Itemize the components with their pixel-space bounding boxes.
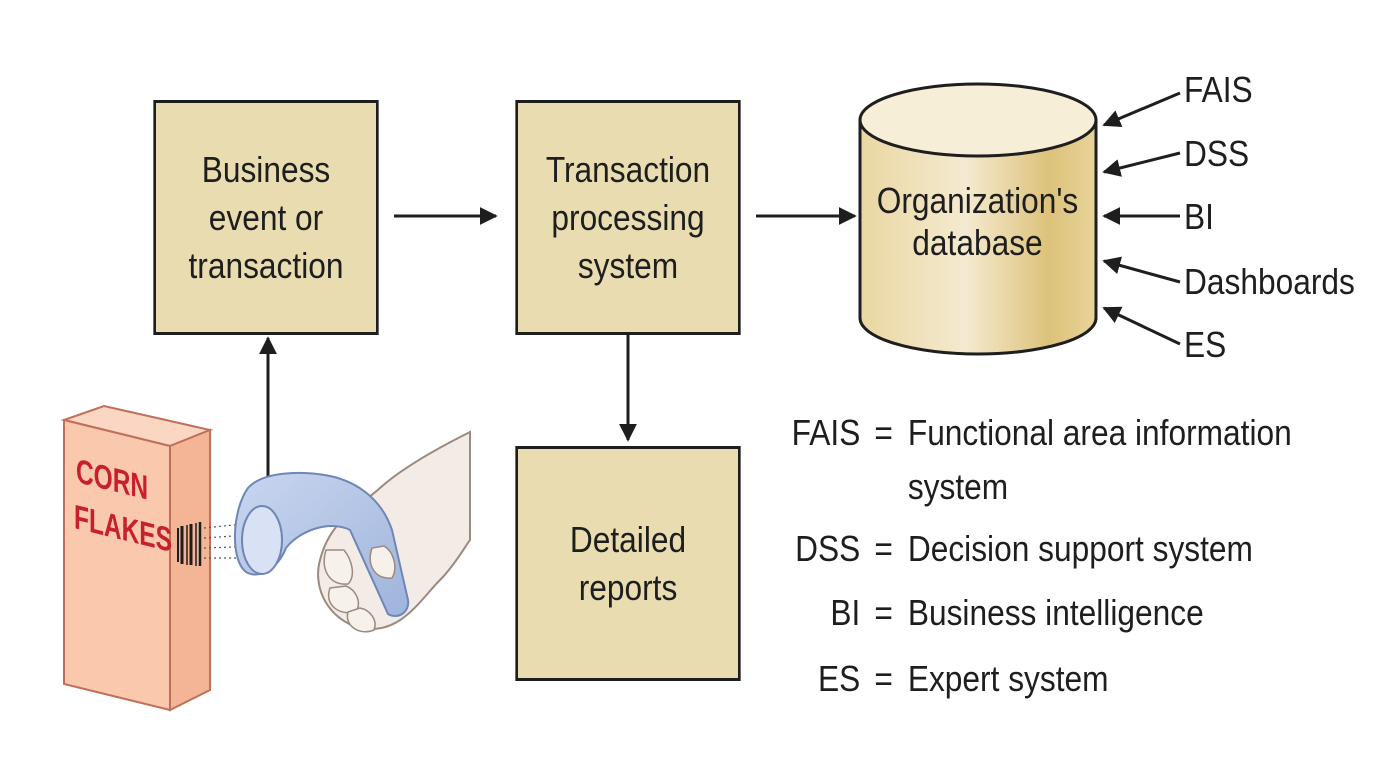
database-label: Organization's database (870, 180, 1086, 264)
hand-scanner-illustration (234, 430, 471, 633)
input-label-fais: FAIS (1184, 69, 1253, 110)
business-event-line-2: event or (208, 196, 324, 238)
business-event-line-3: transaction (188, 244, 344, 286)
arrow-fais-to-db (1102, 91, 1181, 128)
tps-line-2: processing (551, 196, 705, 238)
legend-eq-bi: = (874, 592, 893, 633)
business-event-box: Business event or transaction (153, 100, 379, 335)
legend-def-fais: Functional area information (907, 412, 1292, 453)
legend-abbr-bi: BI (830, 592, 861, 633)
reports-line-1: Detailed (569, 518, 687, 560)
input-label-dashboards: Dashboards (1184, 261, 1355, 302)
legend-abbr-es: ES (818, 658, 861, 699)
tps-line-3: system (577, 244, 679, 286)
database-line-2: database (912, 222, 1043, 263)
arrow-es-to-db (1102, 306, 1181, 346)
legend-eq-fais: = (874, 412, 893, 453)
cereal-box-illustration (60, 404, 263, 712)
barcode-icon (177, 522, 202, 566)
legend-def-dss: Decision support system (907, 528, 1253, 569)
legend-def-fais-cont: system (907, 466, 1009, 507)
legend-eq-es: = (874, 658, 893, 699)
legend-def-bi: Business intelligence (907, 592, 1204, 633)
legend-eq-dss: = (874, 528, 893, 569)
database-line-1: Organization's (876, 180, 1079, 221)
legend-abbr-fais: FAIS (791, 412, 861, 453)
input-label-es: ES (1184, 324, 1227, 365)
input-label-dss: DSS (1184, 133, 1250, 174)
database-cylinder (858, 82, 1098, 356)
business-event-line-1: Business (201, 148, 331, 190)
reports-line-2: reports (578, 566, 678, 608)
tps-box: Transaction processing system (515, 100, 741, 335)
legend-abbr-dss: DSS (795, 528, 861, 569)
input-label-bi: BI (1184, 196, 1214, 237)
detailed-reports-box: Detailed reports (515, 446, 741, 681)
arrow-dashboards-to-db (1102, 256, 1181, 284)
arrow-dss-to-db (1102, 151, 1181, 177)
legend-def-es: Expert system (907, 658, 1109, 699)
tps-line-1: Transaction (545, 148, 711, 190)
